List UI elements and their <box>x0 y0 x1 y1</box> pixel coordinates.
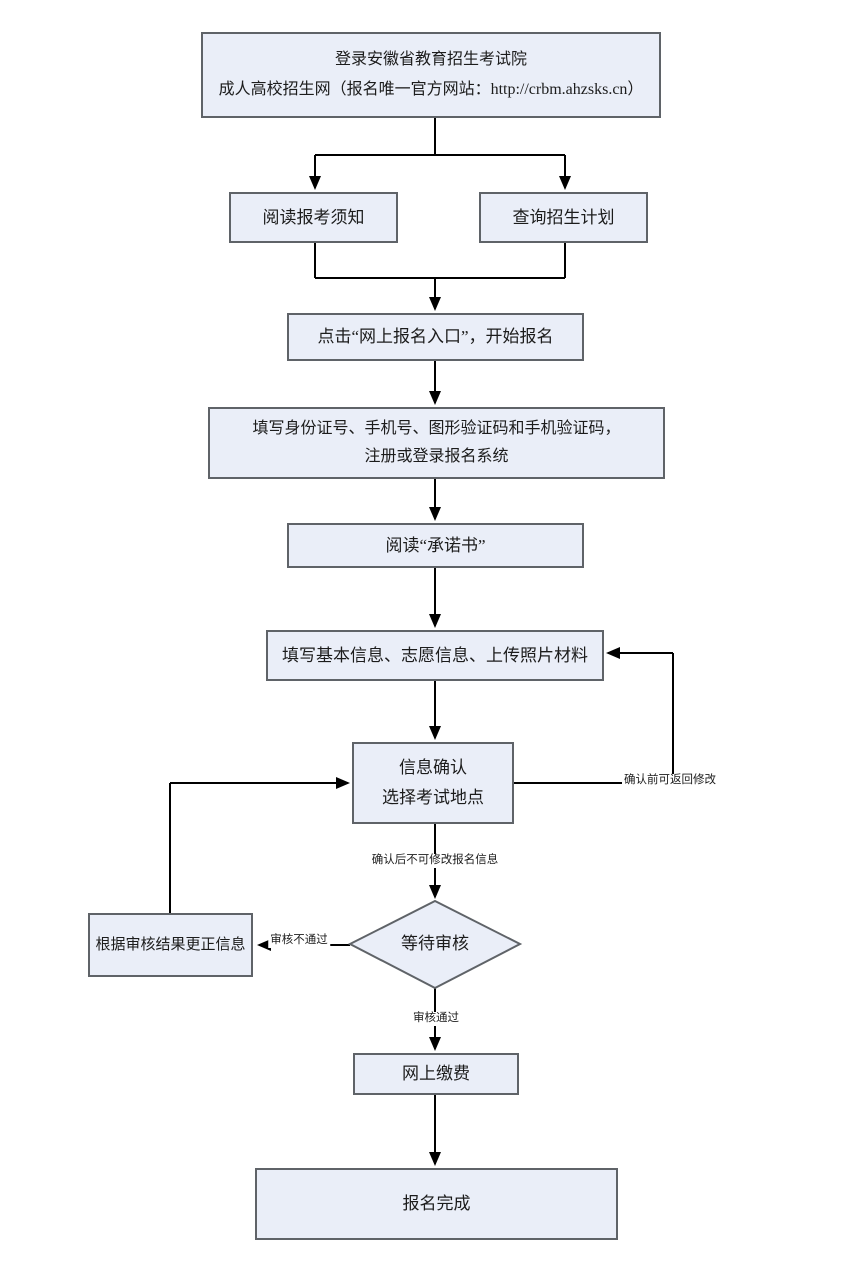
edge-label-can-modify-before-confirm: 确认前可返回修改 <box>622 774 718 788</box>
node-register-line2: 注册或登录报名系统 <box>364 448 509 465</box>
node-click-entry: 点击“网上报名入口”，开始报名 <box>287 313 584 361</box>
node-confirm-info: 信息确认 选择考试地点 <box>352 742 514 824</box>
node-register-login: 填写身份证号、手机号、图形验证码和手机验证码， 注册或登录报名系统 <box>208 407 665 479</box>
edge-label-review-passed: 审核通过 <box>411 1012 461 1026</box>
node-complete: 报名完成 <box>255 1168 618 1240</box>
node-wait-review-shape <box>347 899 523 990</box>
edge-label-review-rejected: 审核不通过 <box>268 934 330 948</box>
node-login-line1: 登录安徽省教育招生考试院 <box>334 51 527 69</box>
edge-label-cannot-modify-after-confirm: 确认后不可修改报名信息 <box>369 854 501 868</box>
node-wait-review-label: 等待审核 <box>401 934 469 954</box>
node-register-line1: 填写身份证号、手机号、图形验证码和手机验证码， <box>252 420 621 437</box>
node-read-notice: 阅读报考须知 <box>229 192 398 243</box>
node-login: 登录安徽省教育招生考试院 成人高校招生网（报名唯一官方网站：http://crb… <box>201 32 661 118</box>
node-login-line2: 成人高校招生网（报名唯一官方网站：http://crbm.ahzsks.cn） <box>218 81 644 98</box>
node-read-commitment: 阅读“承诺书” <box>287 523 584 568</box>
node-confirm-line2: 选择考试地点 <box>382 788 484 807</box>
node-fill-info: 填写基本信息、志愿信息、上传照片材料 <box>266 630 604 681</box>
node-confirm-line1: 信息确认 <box>399 758 467 778</box>
node-correct-info: 根据审核结果更正信息 <box>88 913 253 977</box>
node-pay-online: 网上缴费 <box>353 1053 519 1095</box>
node-query-plan: 查询招生计划 <box>479 192 648 243</box>
